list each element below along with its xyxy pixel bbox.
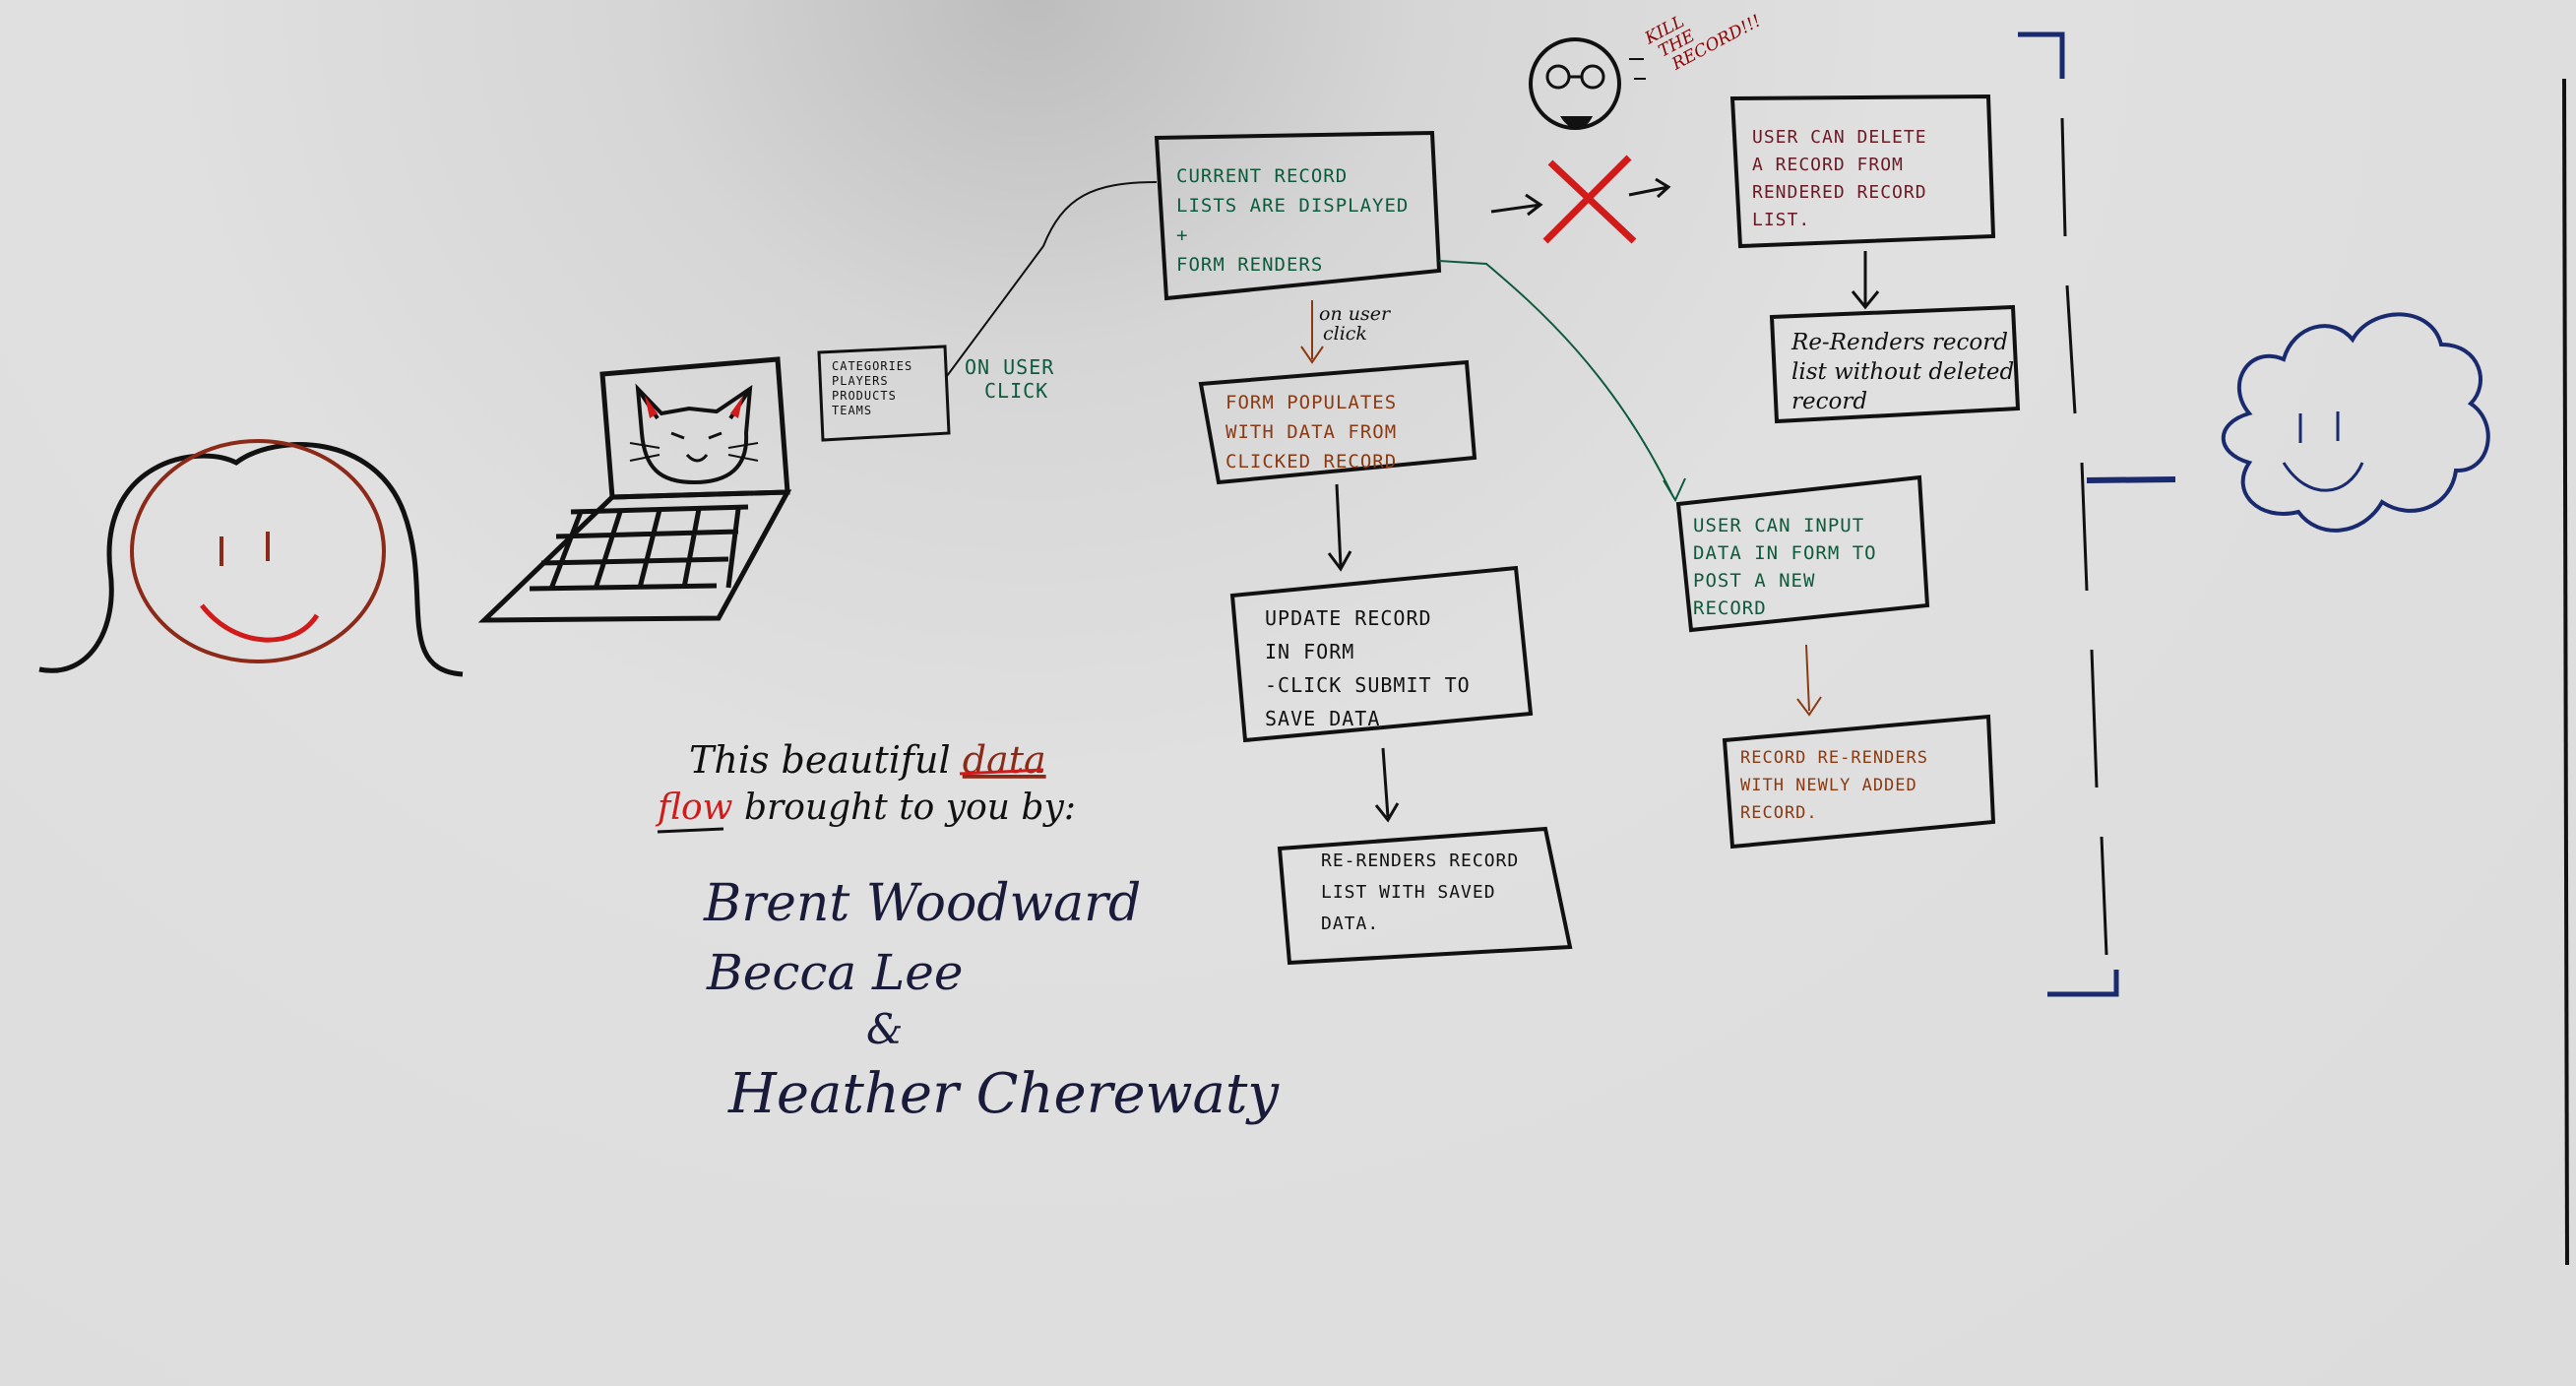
- text-line: record: [1791, 389, 1867, 414]
- text-line: SAVE DATA: [1265, 707, 1380, 730]
- signature-brent-woodward: Brent Woodward: [703, 874, 1141, 933]
- text-line: click: [1323, 323, 1367, 345]
- text-line: IN FORM: [1265, 640, 1354, 663]
- current-record-text: CURRENT RECORD LISTS ARE DISPLAYED + FORM R…: [1176, 165, 1409, 276]
- signature-becca-lee: Becca Lee: [706, 944, 963, 1001]
- text-line: PRODUCTS: [832, 389, 897, 403]
- text-line: FORM POPULATES: [1225, 392, 1397, 413]
- credits-line1: This beautiful data: [689, 738, 1046, 782]
- text-line: UPDATE RECORD: [1265, 606, 1432, 630]
- arrow: [1490, 193, 1543, 217]
- rerender-deleted-text: Re-Renders record list without deleted rec…: [1791, 330, 2014, 414]
- text-line: PLAYERS: [832, 374, 889, 388]
- server-boundary-bracket: [2018, 32, 2176, 997]
- text-line: CLICK: [984, 379, 1048, 403]
- text-line: LIST.: [1752, 210, 1810, 230]
- text-line: RECORD.: [1740, 803, 1818, 823]
- text-line: ON USER: [965, 355, 1054, 379]
- laptop-icon: [477, 356, 792, 623]
- text-line: +: [1176, 224, 1188, 246]
- text-line: CLICKED RECORD: [1225, 451, 1397, 472]
- cat-icon: [629, 383, 759, 485]
- arrow: [1327, 483, 1352, 572]
- text-line: DATA.: [1321, 914, 1379, 934]
- signature-heather-cherewaty: Heather Cherewaty: [727, 1062, 1280, 1126]
- user-input-text: USER CAN INPUT DATA IN FORM TO POST A NEW R…: [1693, 515, 1877, 619]
- text-line: Re-Renders record: [1791, 330, 2008, 355]
- credits-block: This beautiful data flow brought to you …: [655, 738, 1280, 1126]
- kill-the-record-note: KILLTHERECORD!!!: [1641, 0, 1764, 81]
- user-input-box: USER CAN INPUT DATA IN FORM TO POST A NEW R…: [1675, 474, 1930, 633]
- signature-ampersand: &: [866, 1005, 903, 1053]
- user-delete-text: USER CAN DELETE A RECORD FROM RENDERED REC…: [1752, 127, 1927, 230]
- credits-line1-b: data: [963, 738, 1046, 782]
- credits-line2-b: brought to you by:: [744, 788, 1076, 828]
- text-line: -CLICK SUBMIT TO: [1265, 673, 1471, 697]
- connector-line: [1438, 260, 1686, 503]
- text-line: LISTS ARE DISPLAYED: [1176, 195, 1409, 217]
- credits-line1-a: This beautiful: [689, 738, 951, 782]
- text-line: CATEGORIES: [832, 359, 912, 373]
- text-line: WITH NEWLY ADDED: [1740, 776, 1917, 795]
- text-line: on user: [1319, 303, 1392, 325]
- user-face-icon: [38, 439, 464, 677]
- connector-line: [946, 181, 1158, 377]
- text-line: LIST WITH SAVED: [1321, 882, 1496, 903]
- arrow: [1796, 644, 1822, 717]
- text-line: A RECORD FROM: [1752, 155, 1904, 175]
- form-populates-text: FORM POPULATES WITH DATA FROM CLICKED RECO…: [1225, 392, 1397, 472]
- rerender-saved-text: RE-RENDERS RECORD LIST WITH SAVED DATA.: [1321, 850, 1519, 934]
- rerender-saved-box: RE-RENDERS RECORD LIST WITH SAVED DATA.: [1277, 826, 1573, 966]
- text-line: WITH DATA FROM: [1225, 421, 1397, 443]
- rerender-added-box: RECORD RE-RENDERS WITH NEWLY ADDED RECORD.: [1722, 714, 1996, 850]
- text-line: DATA IN FORM TO: [1693, 542, 1877, 564]
- arrow: [1374, 747, 1400, 823]
- text-line: RE-RENDERS RECORD: [1321, 850, 1519, 871]
- text-line: TEAMS: [832, 404, 872, 417]
- text-line: CURRENT RECORD: [1176, 165, 1348, 187]
- arrow: [1628, 177, 1671, 199]
- user-delete-box: USER CAN DELETE A RECORD FROM RENDERED REC…: [1729, 94, 1996, 249]
- text-line: list without deleted: [1791, 359, 2014, 385]
- text-line: FORM RENDERS: [1176, 254, 1323, 276]
- bald-man-face-icon: [1529, 37, 1646, 130]
- rerender-deleted-box: Re-Renders record list without deleted rec…: [1769, 304, 2021, 424]
- cloud-server-icon: [2221, 312, 2490, 533]
- text-line: USER CAN INPUT: [1693, 515, 1864, 536]
- credits-line2-a: flow: [655, 788, 733, 828]
- arrow: [1851, 251, 1880, 310]
- arrow: [1300, 300, 1324, 364]
- text-line: RECORD: [1693, 598, 1767, 619]
- text-line: POST A NEW: [1693, 570, 1815, 592]
- update-record-text: UPDATE RECORD IN FORM -CLICK SUBMIT TO SAVE…: [1265, 606, 1471, 730]
- rerender-added-text: RECORD RE-RENDERS WITH NEWLY ADDED RECORD.: [1740, 748, 1928, 823]
- board-edge: [2562, 78, 2569, 1266]
- update-record-box: UPDATE RECORD IN FORM -CLICK SUBMIT TO SAVE…: [1229, 565, 1534, 743]
- text-line: RENDERED RECORD: [1752, 182, 1927, 203]
- kill-x-icon: [1542, 155, 1637, 244]
- current-record-box: CURRENT RECORD LISTS ARE DISPLAYED + FORM R…: [1154, 130, 1442, 301]
- form-populates-box: FORM POPULATES WITH DATA FROM CLICKED RECO…: [1198, 359, 1477, 485]
- text-line: RECORD RE-RENDERS: [1740, 748, 1928, 768]
- credits-line2: flow brought to you by:: [655, 788, 1076, 828]
- text-line: USER CAN DELETE: [1752, 127, 1927, 148]
